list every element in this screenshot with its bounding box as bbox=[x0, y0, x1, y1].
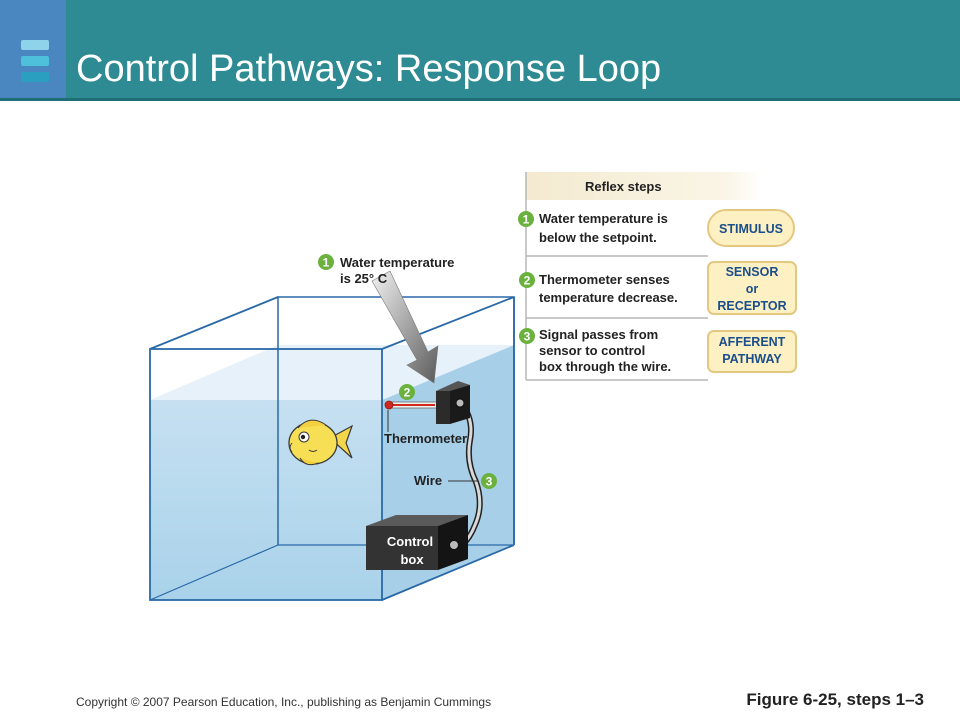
reflex-step3-line2: sensor to control bbox=[539, 343, 645, 358]
aquarium-step2-number: 2 bbox=[404, 386, 411, 400]
slide-header bbox=[0, 0, 960, 101]
reflex-step3-line1: Signal passes from bbox=[539, 327, 658, 342]
wire-callout: Wire 3 bbox=[414, 473, 497, 489]
aquarium-step1-number: 1 bbox=[323, 256, 330, 270]
aquarium-step1-line1: Water temperature bbox=[340, 255, 454, 270]
reflex-header-band bbox=[526, 172, 762, 200]
sensor-box-line1: SENSOR bbox=[726, 265, 779, 279]
header-rule bbox=[0, 98, 960, 101]
pointing-arrow-icon bbox=[371, 270, 439, 384]
sensor-box-line3: RECEPTOR bbox=[717, 299, 786, 313]
afferent-box-line2: PATHWAY bbox=[722, 352, 782, 366]
copyright-footer: Copyright © 2007 Pearson Education, Inc.… bbox=[76, 695, 492, 709]
reflex-header: Reflex steps bbox=[585, 179, 662, 194]
reflex-steps-panel: Reflex steps 1 Water temperature is belo… bbox=[518, 172, 797, 381]
menu-bars-icon bbox=[21, 40, 49, 50]
figure-label: Figure 6-25, steps 1–3 bbox=[746, 690, 924, 709]
afferent-box-line1: AFFERENT bbox=[719, 335, 786, 349]
aquarium-step2-badge: 2 bbox=[399, 384, 415, 400]
wire-label: Wire bbox=[414, 473, 442, 488]
stimulus-box bbox=[707, 209, 795, 247]
control-box-label-line1: Control bbox=[387, 534, 433, 549]
tank-front-frame bbox=[149, 348, 383, 601]
slide-title: Control Pathways: Response Loop bbox=[76, 48, 662, 90]
sensor-block bbox=[436, 381, 470, 424]
stimulus-box-label: STIMULUS bbox=[719, 222, 783, 236]
thermometer-label: Thermometer bbox=[384, 431, 467, 446]
reflex-step1-line1: Water temperature is bbox=[539, 211, 668, 226]
tank-top-left-edge bbox=[149, 296, 279, 350]
reflex-step1-line2: below the setpoint. bbox=[539, 230, 657, 245]
header-corner-block bbox=[0, 0, 66, 100]
reflex-step1-number: 1 bbox=[523, 213, 530, 227]
tank-top-right-edge bbox=[381, 296, 515, 350]
sensor-box-line2: or bbox=[746, 282, 759, 296]
reflex-step2-line2: temperature decrease. bbox=[539, 290, 678, 305]
reflex-step2-number: 2 bbox=[524, 274, 531, 288]
aquarium-step1-callout: 1 Water temperature is 25° C bbox=[318, 254, 454, 286]
reflex-step3-line3: box through the wire. bbox=[539, 359, 671, 374]
aquarium-step3-number: 3 bbox=[486, 475, 493, 489]
tank-back-bottom-edge bbox=[149, 544, 279, 601]
reflex-step2-line1: Thermometer senses bbox=[539, 272, 670, 287]
control-box-label-line2: box bbox=[400, 552, 424, 567]
control-box: Control box bbox=[366, 515, 468, 570]
menu-bars-icon-bottom bbox=[21, 72, 49, 82]
sensor-box bbox=[707, 261, 797, 315]
wire-highlight bbox=[460, 402, 482, 547]
afferent-pathway-box bbox=[707, 330, 797, 373]
fish-icon bbox=[288, 419, 354, 466]
reflex-step3-number: 3 bbox=[524, 330, 531, 344]
menu-bars-icon-middle bbox=[21, 56, 49, 66]
tank-bottom-right-edge bbox=[381, 544, 515, 601]
aquarium-step1-line2: is 25° C bbox=[340, 271, 388, 286]
